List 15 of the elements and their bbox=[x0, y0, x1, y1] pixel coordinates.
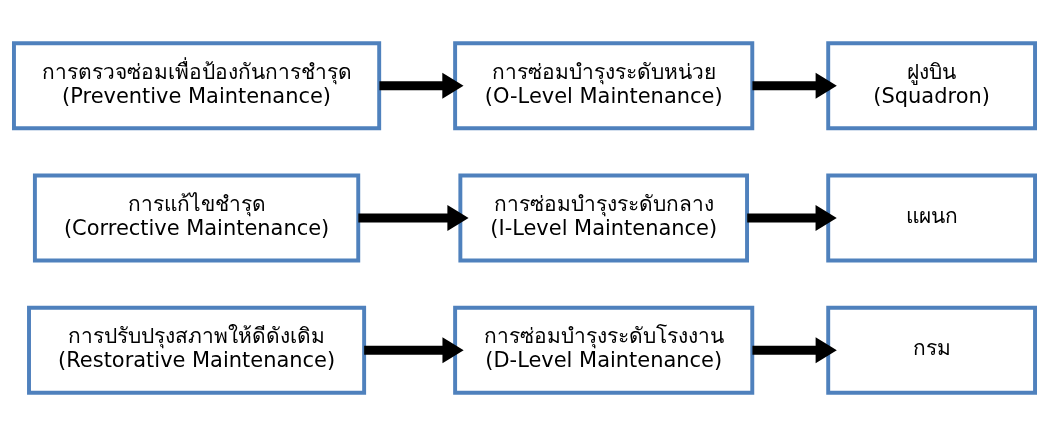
node-box: ฝูงบิน (Squadron) bbox=[826, 40, 1037, 130]
arrow bbox=[364, 336, 464, 363]
node-box: การซ่อมบำรุงระดับกลาง (I-Level Maintenance) bbox=[458, 173, 749, 262]
node-box: แผนก bbox=[826, 173, 1037, 262]
arrow bbox=[358, 204, 469, 231]
node-box: การซ่อมบำรุงระดับหน่วย (O-Level Maintenance) bbox=[453, 40, 755, 130]
arrow bbox=[747, 204, 837, 231]
node-box: กรม bbox=[826, 305, 1037, 395]
node-box: การปรับปรุงสภาพให้ดีดังเดิม (Restorative Maintenance) bbox=[27, 305, 367, 395]
arrow bbox=[752, 72, 837, 99]
arrow bbox=[752, 336, 837, 363]
node-box: การตรวจซ่อมเพื่อป้องกันการชำรุด (Preventive Maintenance) bbox=[12, 40, 382, 130]
node-box: การแก้ไขชำรุด (Corrective Maintenance) bbox=[32, 173, 361, 262]
node-box: การซ่อมบำรุงระดับโรงงาน (D-Level Maintenance) bbox=[453, 305, 755, 395]
arrow bbox=[379, 72, 464, 99]
